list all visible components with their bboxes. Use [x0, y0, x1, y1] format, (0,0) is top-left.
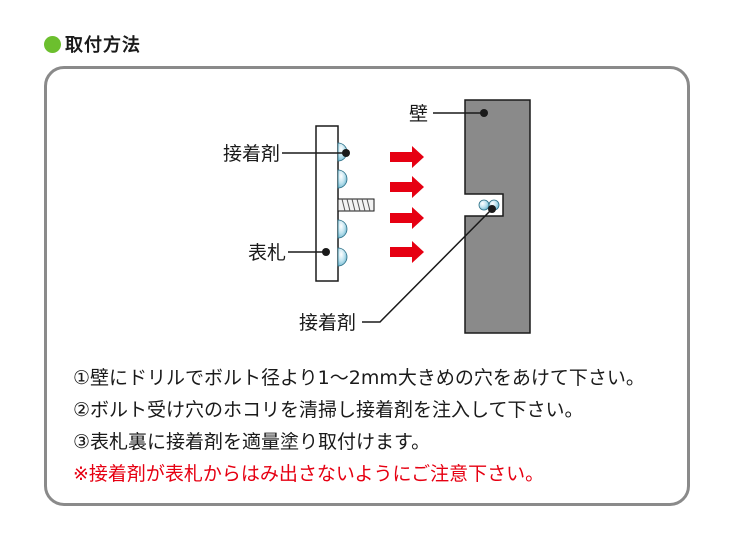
step-3: ③表札裏に接着剤を適量塗り取付けます。	[73, 431, 431, 453]
instruction-panel	[44, 66, 690, 506]
label-adhesive-top: 接着剤	[223, 143, 280, 165]
arrow-1	[390, 146, 424, 168]
green-bullet-icon	[44, 35, 61, 53]
step-1: ①壁にドリルでボルト径より1〜2mm大きめの穴をあけて下さい。	[73, 367, 645, 389]
label-adhesive-bottom: 接着剤	[299, 312, 356, 334]
bolt	[337, 198, 375, 212]
label-nameplate: 表札	[248, 242, 286, 264]
wall	[464, 99, 531, 334]
leader-dots	[322, 109, 496, 256]
arrow-4	[390, 241, 424, 263]
arrow-2	[390, 176, 424, 198]
leader-lines	[282, 112, 493, 323]
caution-note: ※接着剤が表札からはみ出さないようにご注意下さい。	[73, 463, 545, 485]
instruction-steps: ①壁にドリルでボルト径より1〜2mm大きめの穴をあけて下さい。 ②ボルト受け穴の…	[73, 362, 645, 490]
arrow-3	[390, 207, 424, 229]
nameplate	[315, 125, 339, 282]
section-heading: 取付方法	[44, 32, 141, 56]
heading-title: 取付方法	[65, 35, 141, 56]
step-2: ②ボルト受け穴のホコリを清掃し接着剤を注入して下さい。	[73, 399, 584, 421]
label-wall: 壁	[409, 103, 428, 125]
